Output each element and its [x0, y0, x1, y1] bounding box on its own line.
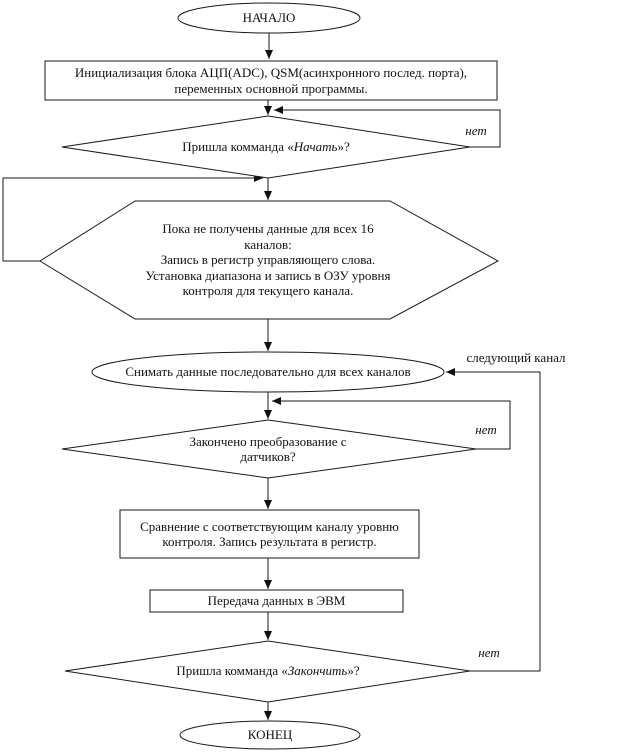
start-terminator-shape	[177, 2, 361, 34]
start-decision-shape	[61, 115, 471, 179]
edge-label-next-channel: следующий канал	[466, 349, 566, 365]
start-decision-label: Пришла комманда «Начать»?	[62, 133, 470, 161]
compare-process-shape	[119, 509, 420, 559]
edge-no-start-loop	[274, 106, 501, 148]
end-terminator-shape	[179, 720, 361, 750]
start-terminator-label: НАЧАЛО	[242, 10, 296, 26]
edge-label-no-finish: нет	[478, 644, 500, 660]
end-terminator-label: КОНЕЦ	[247, 727, 293, 743]
init-process-shape	[44, 60, 498, 101]
edge-label-no-conversion: нет	[475, 421, 497, 437]
finish-decision-label-suffix: »?	[347, 663, 360, 679]
finish-decision-label-prefix: Пришла комманда «	[176, 663, 288, 679]
transfer-process-label: Передача данных в ЭВМ	[207, 593, 346, 609]
compare-process-label: Сравнение с соответствующим каналу уровн…	[140, 518, 399, 550]
edge-no-conversion-loop	[272, 397, 511, 450]
finish-decision-command: Закончить	[287, 663, 348, 679]
poll-oval-shape	[91, 351, 445, 393]
transfer-process-shape	[149, 589, 404, 613]
channels-loop-hexagon-shape	[39, 200, 500, 320]
conversion-decision-shape	[61, 419, 477, 479]
start-decision-command: Начать	[293, 139, 338, 155]
start-decision-label-suffix: »?	[337, 139, 350, 155]
init-process-label: Инициализация блока АЦП(ADC), QSM(асинхр…	[74, 65, 468, 96]
edge-label-no-start: нет	[465, 122, 487, 138]
channels-loop-label: Пока не получены данные для всех 16 кана…	[145, 221, 391, 299]
start-decision-label-prefix: Пришла комманда «	[182, 139, 294, 155]
finish-decision-label: Пришла комманда «Закончить»?	[65, 657, 471, 685]
edge-next-channel-loop	[446, 368, 541, 672]
edge-channels-left-loop	[2, 174, 263, 262]
finish-decision-shape	[64, 640, 471, 703]
poll-oval-label: Снимать данные последовательно для всех …	[125, 364, 411, 380]
conversion-decision-label: Закончено преобразование с датчиков?	[189, 433, 347, 465]
